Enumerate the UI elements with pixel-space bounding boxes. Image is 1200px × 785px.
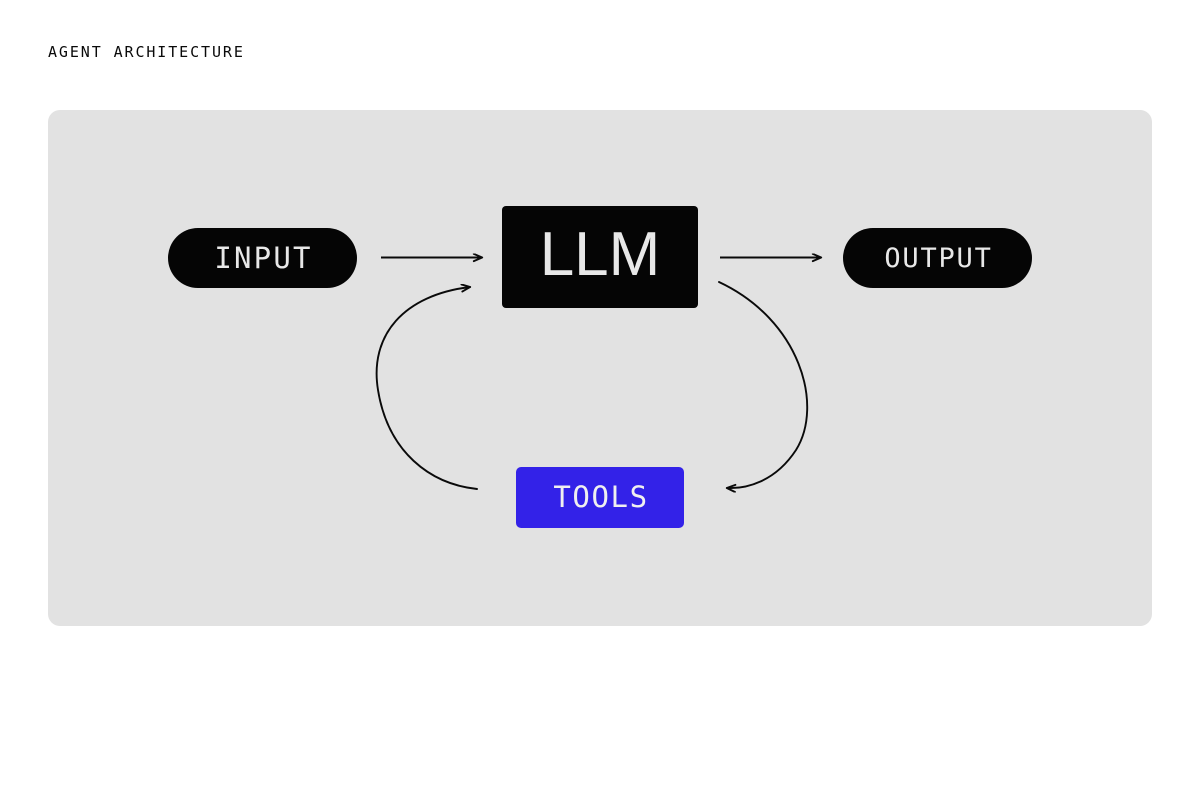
- node-llm[interactable]: LLM: [502, 206, 698, 308]
- node-llm-label: LLM: [539, 220, 661, 289]
- node-tools-label: TOOLS: [553, 480, 649, 514]
- node-output[interactable]: OUTPUT: [843, 228, 1032, 288]
- diagram-panel: [48, 110, 1152, 626]
- node-input-label: INPUT: [214, 240, 313, 275]
- node-output-label: OUTPUT: [884, 242, 993, 274]
- diagram-canvas: AGENT ARCHITECTURE INPUT LLM: [48, 43, 1152, 626]
- page-title: AGENT ARCHITECTURE: [48, 43, 245, 61]
- node-tools[interactable]: TOOLS: [516, 467, 684, 528]
- node-input[interactable]: INPUT: [168, 228, 357, 288]
